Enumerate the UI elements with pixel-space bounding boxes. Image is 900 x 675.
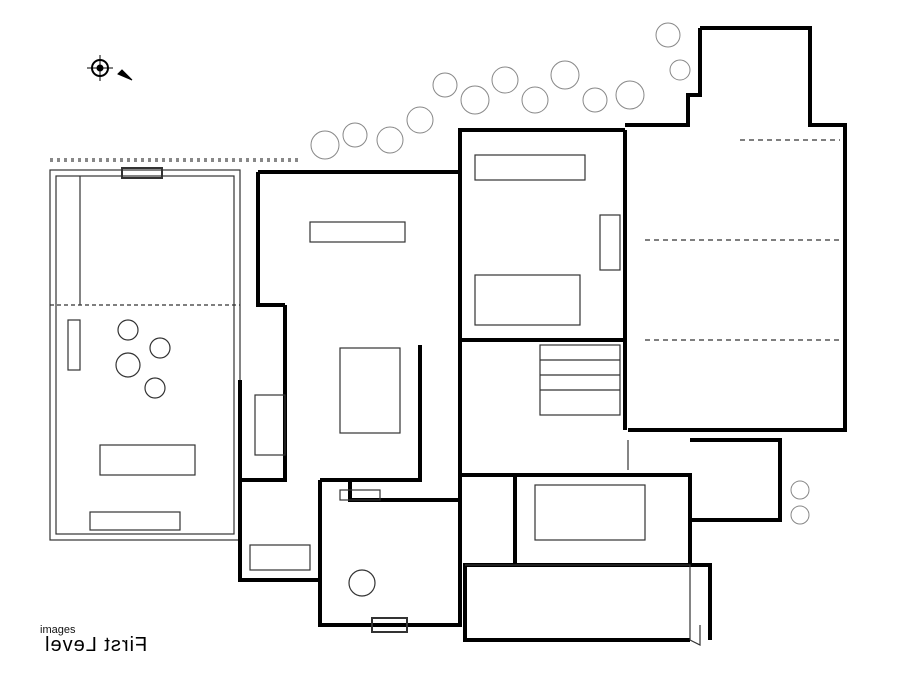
porch — [49, 167, 241, 541]
vegetation — [50, 22, 810, 525]
walls — [238, 26, 847, 642]
image-caption: images — [40, 624, 76, 636]
plan-title: First Level — [44, 634, 148, 656]
interior-lines — [249, 139, 840, 646]
north-arrow-icon — [87, 55, 133, 81]
